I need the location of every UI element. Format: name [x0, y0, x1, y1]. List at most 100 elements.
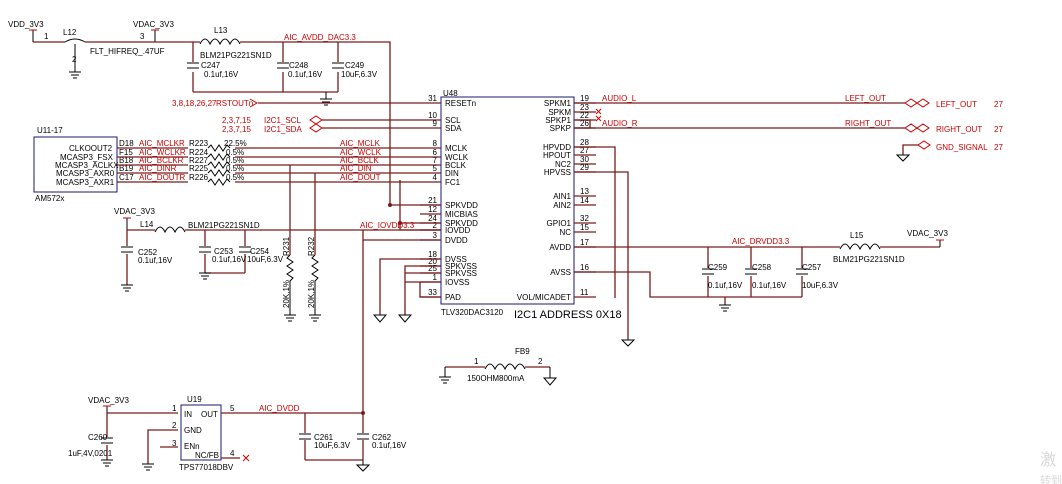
u48-left-pin-name: SCL [445, 116, 461, 125]
u48-left-pin-num: 12 [428, 205, 437, 214]
ground-symbol [320, 92, 332, 106]
aic-wclk-net: AIC_WCLK [340, 148, 382, 157]
u19-pin-name-out: OUT [201, 410, 218, 419]
u48-right-pin-name: SPKP1 [545, 116, 571, 125]
aic-bclk-net: AIC_BCLK [340, 156, 379, 165]
u48-right-pin-name: SPKM1 [544, 99, 572, 108]
u48-audio-codec: U48 TLV320DAC3120 I2C1 ADDRESS 0X18 [440, 89, 622, 321]
r231-resistor: R231 20K,1% [282, 236, 296, 322]
gnd-signal-page-ref: 27 [994, 143, 1003, 152]
u48-left-pin-num: 6 [433, 148, 438, 157]
u48-left-pin-num: 25 [428, 264, 437, 273]
i2c1-scl-net: I2C1_SCL [264, 116, 301, 125]
r224-ref: R224 [189, 148, 209, 157]
c257-value: 10uF,6.3V [802, 281, 839, 290]
l15-ref: L15 [850, 231, 864, 240]
gnd-signal-connector: GND_SIGNAL 27 [895, 140, 1003, 162]
fb9-pin1: 1 [474, 357, 479, 366]
right-out-net: RIGHT_OUT [845, 119, 891, 128]
c259-value: 0.1uf,16V [708, 281, 743, 290]
u11-pin-name-1: MCASP3_FSX [60, 153, 114, 162]
u48-right-pin-name: NC2 [555, 160, 572, 169]
u48-right-pin-name: SPKM [548, 108, 571, 117]
c260-value: 1uF,4V,0201 [68, 449, 113, 458]
vdac-3v3-power-rail-top: VDAC_3V3 [133, 20, 174, 42]
u11-pin-num-0: D18 [119, 139, 134, 148]
vdac-3v3-power-rail-right: VDAC_3V3 [907, 229, 948, 247]
u11-am572x-processor: U11-17 AM572x CLKOOUT2 MCASP3_FSX MCASP3… [33, 126, 134, 203]
l13-ferrite-bead: L13 BLM21PG221SN1D [199, 26, 272, 60]
u19-pin-num-4: 4 [230, 449, 235, 458]
c254-ref: C254 [250, 247, 270, 256]
left-out-connector: LEFT_OUT 27 [904, 98, 1003, 109]
u48-right-pin-name: HPVSS [544, 168, 571, 177]
i2c1-scl-connector: 2,3,7,15 I2C1_SCL [222, 115, 420, 125]
c248-value: 0.1uf,16V [288, 70, 323, 79]
r232-resistor: R232 20K,1% [307, 236, 321, 322]
u48-right-pin-num: 16 [580, 263, 589, 272]
r227-value: 0.5% [226, 156, 244, 165]
c247-capacitor: C247 0.1uf,16V [187, 61, 239, 79]
u11-pin-num-3: B19 [119, 164, 134, 173]
u19-pin-num-2: 2 [172, 421, 177, 430]
c259-capacitor: C259 0.1uf,16V [702, 263, 743, 290]
right-out-connector: RIGHT_OUT 27 [904, 123, 1003, 134]
u48-left-pin-num: 18 [428, 250, 437, 259]
vdac-3v3-power-rail-bottom: VDAC_3V3 [88, 396, 129, 413]
right-out-page-ref: 27 [994, 125, 1003, 134]
rstout-offpage-connector: 3,8,18,26,27 RSTOUTn [172, 98, 420, 108]
u48-left-pin-name: RESETn [445, 99, 476, 108]
u11-pin-num-4: C17 [119, 173, 134, 182]
vdac-3v3-label-right: VDAC_3V3 [907, 229, 948, 238]
c262-capacitor: C262 0.1uf,16V [355, 433, 407, 472]
u19-ldo-regulator: U19 TPS77018DBV IN GND ENn NC/FB OUT 1 2… [172, 395, 235, 472]
watermark-line1: 激 [1040, 450, 1056, 469]
u48-i2c-address-note: I2C1 ADDRESS 0X18 [514, 309, 622, 321]
u11-pin-name-3: MCASP3_AXR0 [56, 169, 115, 178]
u11-pin-name-4: MCASP3_AXR1 [56, 178, 115, 187]
u48-left-pin-num: 2 [433, 221, 438, 230]
u48-left-pin-name: FC1 [445, 178, 461, 187]
u48-right-pin-name: NC [559, 228, 571, 237]
left-out-net: LEFT_OUT [845, 94, 886, 103]
c261-ref: C261 [314, 433, 334, 442]
gnd-signal-port: GND_SIGNAL [936, 143, 988, 152]
l12-emi-filter: L12 1 2 3 FLT_HIFREQ_.47UF [44, 28, 165, 79]
u48-right-pin-num: 27 [580, 146, 589, 155]
l13-part: BLM21PG221SN1D [200, 51, 272, 60]
c252-ref: C252 [138, 248, 158, 257]
c252-capacitor: C252 0.1uf,16V [121, 246, 173, 292]
u48-left-pin-name: MCLK [445, 144, 468, 153]
u19-part: TPS77018DBV [179, 463, 234, 472]
left-out-port: LEFT_OUT [936, 100, 977, 109]
u48-right-pin-num: 17 [580, 238, 589, 247]
aic-mclkr-net: AIC_MCLKR [139, 139, 185, 148]
u48-left-pin-name: IOVDD [445, 226, 471, 235]
left-out-page-ref: 27 [994, 100, 1003, 109]
u11-body [33, 136, 118, 193]
u48-right-pin-name: GPIO1 [547, 219, 572, 228]
u11-pin-name-0: CLKOOUT2 [69, 144, 113, 153]
watermark: 激 转到 [1040, 450, 1062, 484]
u19-body [180, 404, 222, 461]
u48-right-pin-name: AIN2 [553, 201, 571, 210]
vdac-3v3-power-rail-mid: VDAC_3V3 [114, 207, 155, 230]
u48-left-pin-num: 10 [428, 111, 437, 120]
c262-value: 0.1uf,16V [372, 441, 407, 450]
u48-right-pin-name: HPVDD [543, 143, 571, 152]
fb9-ref: FB9 [515, 347, 530, 356]
u19-pin-num-3: 3 [172, 439, 177, 448]
c259-ref: C259 [708, 263, 728, 272]
u48-left-pins: 31RESETn10SCL9SDA8MCLK6WCLK7BCLK5DIN4FC1… [420, 94, 478, 302]
c258-capacitor: C258 0.1uf,16V [745, 263, 787, 290]
u48-left-pin-name: DVDD [445, 236, 468, 245]
u48-right-pin-num: 30 [580, 155, 589, 164]
u48-left-pin-name: SPKVDD [445, 201, 478, 210]
i2s-signal-lines: AIC_MCLKR AIC_WCLKR AIC_BCLKR AIC_DINR A… [117, 139, 420, 186]
c253-value: 0.1uf,16V [212, 255, 247, 264]
rstout-net: RSTOUTn [216, 99, 253, 108]
i2c1-sda-connector: 2,3,7,15 I2C1_SDA [222, 123, 420, 134]
u11-ref: U11-17 [37, 126, 63, 135]
u48-left-pin-name: IOVSS [445, 278, 469, 287]
